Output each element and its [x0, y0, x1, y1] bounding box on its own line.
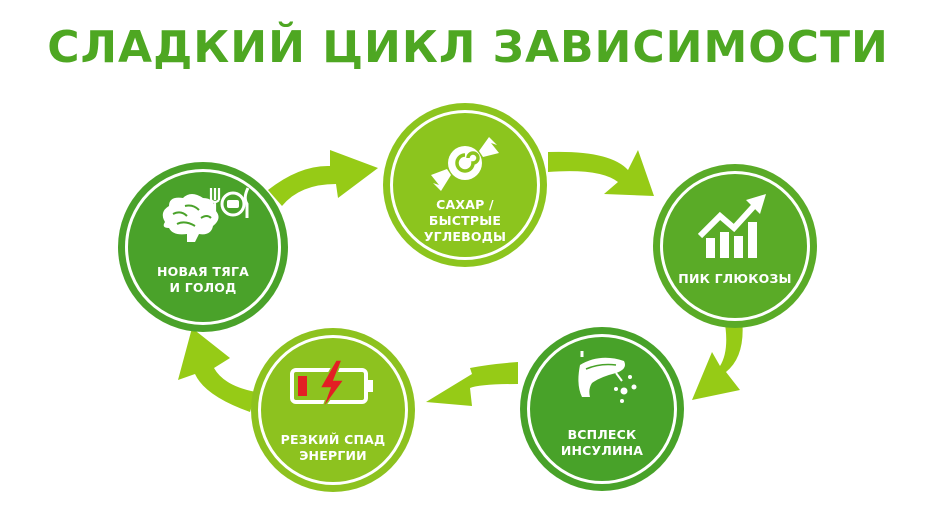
node-ring: [125, 169, 281, 325]
node-craving: НОВАЯ ТЯГА И ГОЛОД: [118, 162, 288, 332]
arrow-glucose-to-insulin: [692, 318, 743, 400]
chart-rising-icon: [698, 194, 766, 258]
node-ring: [527, 334, 677, 484]
candy-icon: [431, 137, 499, 191]
node-energy: РЕЗКИЙ СПАД ЭНЕРГИИ: [251, 328, 415, 492]
node-label: ПИК ГЛЮКОЗЫ: [678, 271, 792, 286]
node-insulin: ВСПЛЕСК ИНСУЛИНА: [520, 327, 684, 491]
node-label: РЕЗКИЙ СПАД ЭНЕРГИИ: [280, 432, 386, 463]
node-ring: [390, 110, 540, 260]
node-label: НОВАЯ ТЯГА И ГОЛОД: [156, 264, 250, 295]
diagram-title: СЛАДКИЙ ЦИКЛ ЗАВИСИМОСТИ: [47, 22, 889, 73]
brain-plate-icon: [162, 187, 250, 242]
node-label: ВСПЛЕСК ИНСУЛИНА: [560, 427, 644, 458]
pancreas-icon: [578, 351, 637, 403]
low-battery-icon: [290, 360, 373, 410]
arrow-insulin-to-energy: [426, 362, 518, 406]
node-sugar: САХАР / БЫСТРЫЕ УГЛЕВОДЫ: [383, 103, 547, 267]
arrow-craving-to-sugar: [268, 150, 378, 206]
node-label: САХАР / БЫСТРЫЕ УГЛЕВОДЫ: [423, 197, 507, 244]
arrow-energy-to-craving: [178, 328, 256, 412]
node-ring: [258, 335, 408, 485]
node-glucose: ПИК ГЛЮКОЗЫ: [653, 164, 817, 328]
arrow-sugar-to-glucose: [548, 150, 654, 196]
node-ring: [660, 171, 810, 321]
